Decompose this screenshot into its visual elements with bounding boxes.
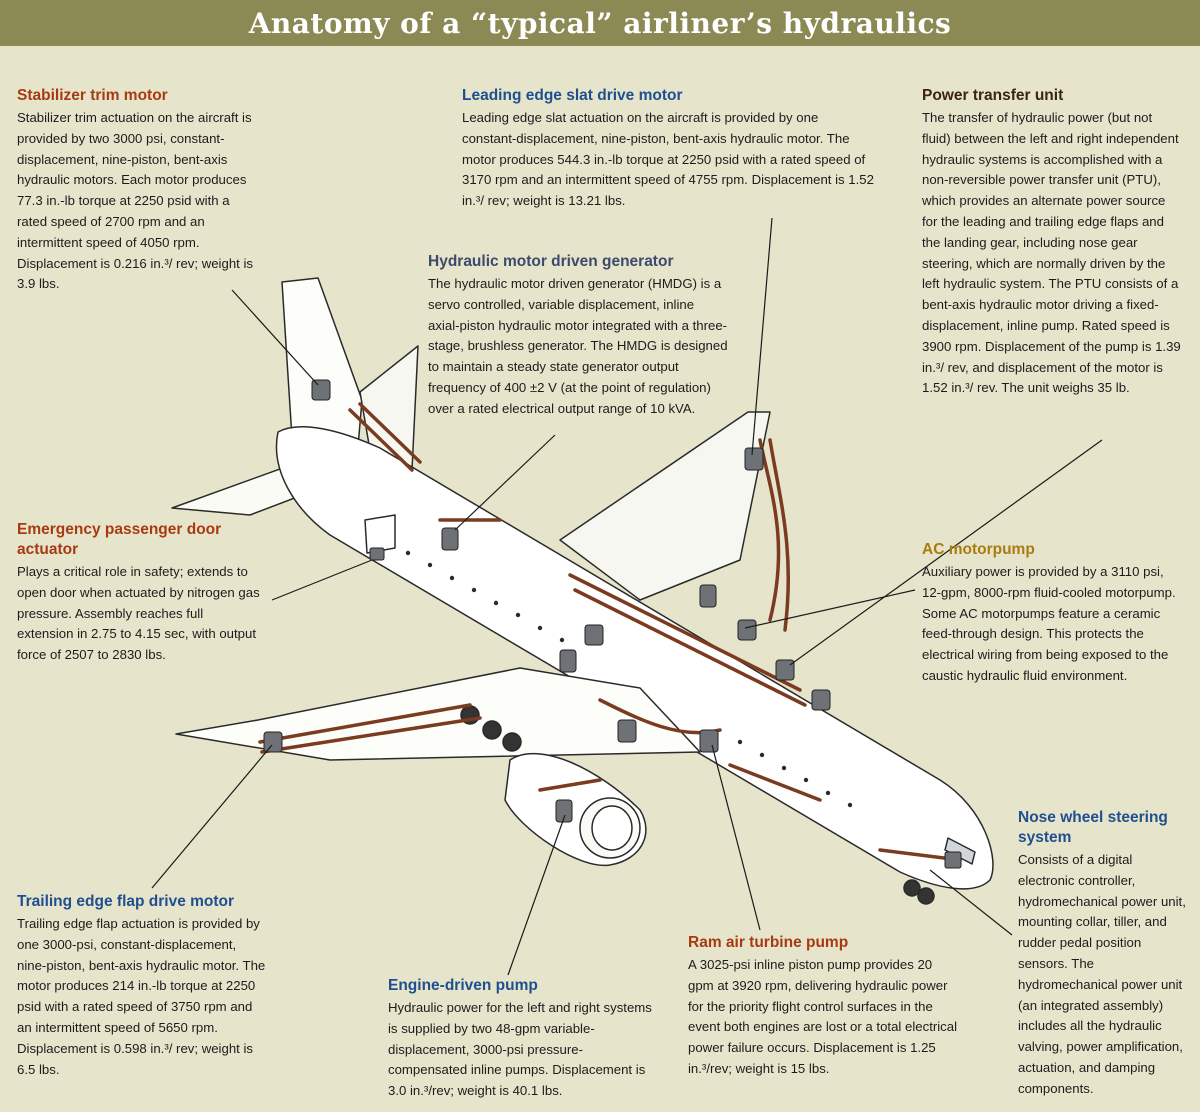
- leader-lines: [151, 217, 1103, 976]
- callout-heading: Leading edge slat drive motor: [462, 87, 683, 104]
- callout-heading: Emergency passenger door actuator: [17, 521, 222, 558]
- callout-body: The hydraulic motor driven generator (HM…: [428, 276, 728, 416]
- callout-body: The transfer of hydraulic power (but not…: [922, 110, 1181, 396]
- callout-body: Consists of a digital electronic control…: [1018, 852, 1186, 1096]
- cabin-windows: [405, 550, 853, 808]
- callout-body: Trailing edge flap actuation is provided…: [17, 916, 266, 1077]
- callout-body: Plays a critical role in safety; extends…: [17, 564, 260, 663]
- callout-heading: AC motorpump: [922, 541, 1035, 558]
- callout-body: Auxiliary power is provided by a 3110 ps…: [922, 564, 1176, 683]
- callout-slat-drive-motor: Leading edge slat drive motor Leading ed…: [462, 86, 876, 212]
- callout-engine-driven-pump: Engine-driven pump Hydraulic power for t…: [388, 976, 660, 1102]
- callout-heading: Stabilizer trim motor: [17, 87, 168, 104]
- title-banner: Anatomy of a “typical” airliner’s hydrau…: [0, 0, 1200, 46]
- callout-heading: Nose wheel steering system: [1018, 809, 1168, 846]
- callout-heading: Trailing edge flap drive motor: [17, 893, 235, 910]
- callout-stabilizer-trim-motor: Stabilizer trim motor Stabilizer trim ac…: [17, 86, 257, 295]
- page-title: Anatomy of a “typical” airliner’s hydrau…: [248, 6, 952, 40]
- callout-nose-wheel-steering: Nose wheel steering system Consists of a…: [1018, 808, 1186, 1100]
- callout-ac-motorpump: AC motorpump Auxiliary power is provided…: [922, 540, 1184, 687]
- callout-heading: Power transfer unit: [922, 87, 1064, 104]
- callout-power-transfer-unit: Power transfer unit The transfer of hydr…: [922, 86, 1184, 399]
- callout-heading: Engine-driven pump: [388, 977, 538, 994]
- callout-heading: Ram air turbine pump: [688, 934, 849, 951]
- callout-body: Hydraulic power for the left and right s…: [388, 1000, 652, 1099]
- callout-ram-air-turbine-pump: Ram air turbine pump A 3025-psi inline p…: [688, 933, 960, 1080]
- callout-trailing-edge-flap-motor: Trailing edge flap drive motor Trailing …: [17, 892, 267, 1080]
- callout-body: Leading edge slat actuation on the aircr…: [462, 110, 874, 209]
- callout-heading: Hydraulic motor driven generator: [428, 253, 674, 270]
- callout-body: A 3025-psi inline piston pump provides 2…: [688, 957, 958, 1076]
- callout-body: Stabilizer trim actuation on the aircraf…: [17, 110, 254, 292]
- hydraulic-components: [263, 379, 962, 869]
- callout-emergency-door-actuator: Emergency passenger door actuator Plays …: [17, 520, 262, 666]
- callout-hydraulic-motor-driven-generator: Hydraulic motor driven generator The hyd…: [428, 252, 728, 420]
